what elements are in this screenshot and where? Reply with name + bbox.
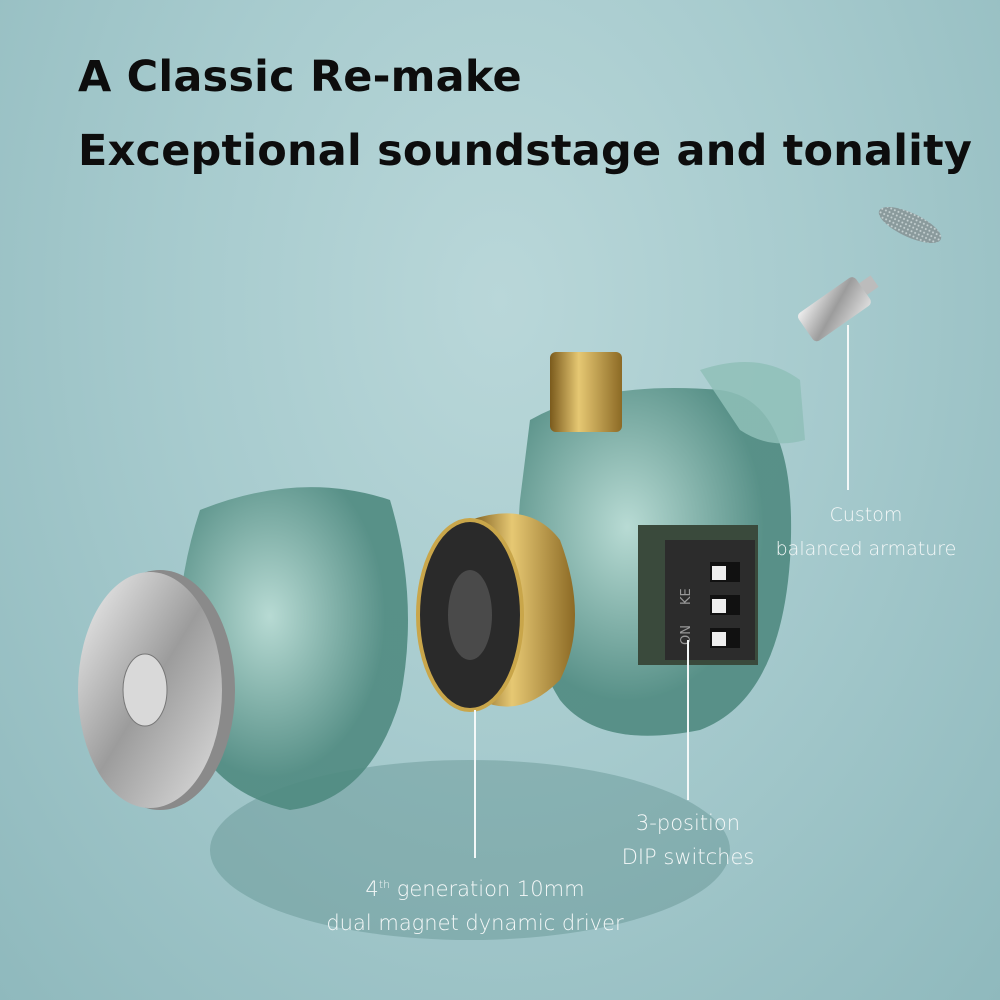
headline-line-1: A Classic Re-make <box>78 52 522 102</box>
dynamic-driver <box>416 513 575 712</box>
armature-label-line-2: balanced armature <box>775 538 957 560</box>
driver-gen-number: 4 <box>365 877 379 901</box>
armature-label: Custom balanced armature <box>776 498 957 566</box>
shadow <box>210 760 730 940</box>
driver-label-line-1: 4th generation 10mm <box>326 868 623 906</box>
driver-label: 4th generation 10mm dual magnet dynamic … <box>326 868 623 940</box>
driver-callout-line <box>474 710 476 858</box>
dip-label: 3-position DIP switches <box>622 806 755 874</box>
mesh-filter <box>878 206 942 244</box>
sound-nozzle <box>700 362 805 444</box>
dip-label-line-1: 3-position <box>635 811 741 835</box>
headline-line-2: Exceptional soundstage and tonality <box>78 126 973 176</box>
driver-gen-suffix: th <box>378 878 391 891</box>
metal-faceplate <box>78 570 235 810</box>
dip-on-mark: ON <box>679 625 694 645</box>
armature-callout-line <box>847 325 849 490</box>
dip-callout-line <box>687 640 689 800</box>
gold-connector <box>550 352 622 432</box>
dip-brand-mark: KE <box>679 588 694 605</box>
balanced-armature <box>797 275 879 342</box>
armature-label-line-1: Custom <box>829 504 903 526</box>
driver-label-line-2: dual magnet dynamic driver <box>326 911 624 935</box>
crystal-cavity <box>177 487 408 810</box>
dip-label-line-2: DIP switches <box>621 845 755 869</box>
driver-gen-text: generation 10mm <box>390 877 585 901</box>
dip-switch: ON KE <box>638 525 758 665</box>
